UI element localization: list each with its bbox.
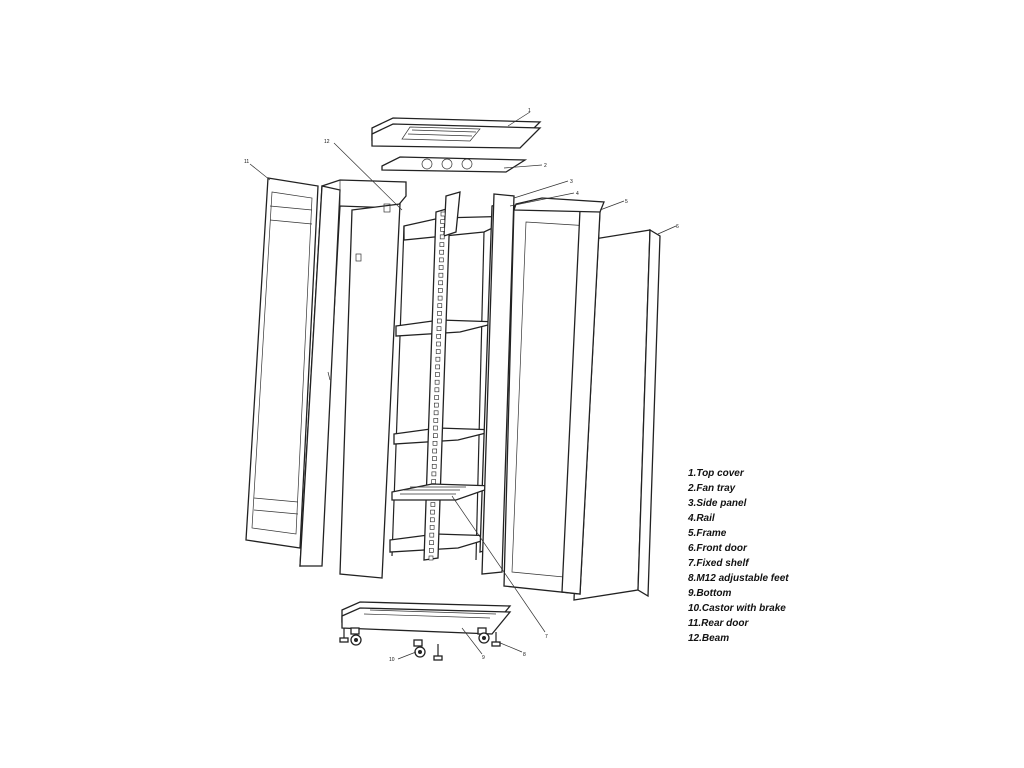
rail-hole <box>439 242 445 247</box>
rail-hole <box>428 555 434 561</box>
rail-hole <box>438 272 444 278</box>
rail-hole <box>437 303 443 309</box>
bottom <box>341 601 512 635</box>
rail-hole <box>435 364 441 370</box>
legend-item-bottom: 9.Bottom <box>688 588 732 599</box>
rail-hole <box>429 517 435 523</box>
rear-door <box>245 177 319 549</box>
callout-1: 1 <box>528 108 531 114</box>
side-panel-right <box>481 193 605 595</box>
rail-hole <box>438 280 443 286</box>
adjustable-foot-2 <box>433 644 443 661</box>
rail-hole <box>431 463 437 469</box>
rail-hole <box>434 379 440 385</box>
legend-item-rail: 4.Rail <box>688 513 715 524</box>
fan-tray <box>381 156 528 173</box>
callout-9: 9 <box>482 655 485 661</box>
leader-10 <box>397 651 417 660</box>
rail-hole <box>435 349 441 354</box>
leader-2 <box>503 164 543 169</box>
rail-hole <box>438 265 444 270</box>
callout-11: 11 <box>244 159 249 165</box>
callout-3: 3 <box>570 179 573 185</box>
rail-hole <box>431 471 437 477</box>
callout-12: 12 <box>324 139 330 145</box>
rail-hole <box>437 288 443 293</box>
callout-labels: 1 2 3 4 5 6 7 8 9 10 11 12 <box>244 108 679 663</box>
leader-11 <box>249 163 271 181</box>
parts-legend: 1.Top cover 2.Fan tray 3.Side panel 4.Ra… <box>688 466 789 646</box>
adjustable-foot-3 <box>491 632 501 647</box>
rail-hole <box>432 456 437 461</box>
legend-item-side-panel: 3.Side panel <box>688 498 747 509</box>
rail-hole <box>435 372 440 377</box>
leader-4 <box>509 192 575 207</box>
adjustable-foot-1 <box>339 628 349 643</box>
rail-hole <box>436 318 442 324</box>
rail-hole <box>440 211 446 217</box>
rail-hole <box>434 387 440 393</box>
rail-hole <box>433 418 439 423</box>
leader-1 <box>507 111 531 127</box>
rail-hole <box>431 479 437 484</box>
legend-item-fan-tray: 2.Fan tray <box>688 483 736 494</box>
castor-with-brake-2 <box>413 639 426 658</box>
leader-lines <box>249 111 677 660</box>
leader-5 <box>599 200 625 211</box>
callout-7: 7 <box>545 634 548 640</box>
castor-with-brake-3 <box>477 627 490 644</box>
callout-4: 4 <box>576 191 579 197</box>
rail-hole <box>432 448 438 454</box>
rail-hole <box>433 402 439 408</box>
rail-hole <box>439 249 445 255</box>
legend-item-front-door: 6.Front door <box>688 543 747 554</box>
castor-with-brake-1 <box>350 627 362 646</box>
leader-3 <box>513 180 569 199</box>
rail-hole <box>430 509 435 515</box>
legend-item-beam: 12.Beam <box>688 633 730 644</box>
callout-5: 5 <box>625 199 628 205</box>
rail-hole <box>432 433 438 439</box>
rail-hole <box>428 548 434 553</box>
side-panel-inner <box>327 203 401 579</box>
rail-hole <box>436 341 441 347</box>
rail-hole <box>439 257 444 263</box>
rail-hole <box>434 395 439 400</box>
legend-item-rear-door: 11.Rear door <box>688 618 749 629</box>
rail-hole <box>430 502 436 507</box>
rail-hole <box>437 295 443 301</box>
legend-item-fixed-shelf: 7.Fixed shelf <box>688 558 749 569</box>
legend-item-top-cover: 1.Top cover <box>688 468 744 479</box>
leader-9 <box>461 627 483 655</box>
leader-8 <box>497 641 523 653</box>
legend-item-adjustable-feet: 8.M12 adjustable feet <box>688 573 789 584</box>
top-cover <box>371 117 542 149</box>
rail-hole <box>440 227 445 232</box>
leader-6 <box>657 225 677 235</box>
rail-hole <box>436 333 442 339</box>
rail-hole <box>429 525 435 530</box>
rail-hole <box>440 219 446 224</box>
fixed-shelf <box>391 483 497 501</box>
callout-2: 2 <box>544 163 547 169</box>
leader-12 <box>333 142 403 211</box>
legend-item-castor: 10.Castor with brake <box>688 603 786 614</box>
callout-10: 10 <box>389 657 395 663</box>
leader-7 <box>451 495 546 633</box>
rail-hole <box>433 425 438 431</box>
rail-hole <box>432 440 438 446</box>
rail-hole <box>429 540 434 546</box>
rail-hole <box>437 311 442 316</box>
rail-hole <box>433 410 439 416</box>
rail-hole <box>436 326 442 332</box>
rail-hole <box>439 234 445 240</box>
rail-hole <box>429 532 435 538</box>
legend-item-frame: 5.Frame <box>688 528 727 539</box>
rail-left <box>423 191 461 561</box>
rail-hole <box>435 356 441 362</box>
callout-6: 6 <box>676 224 679 230</box>
callout-8: 8 <box>523 652 526 658</box>
